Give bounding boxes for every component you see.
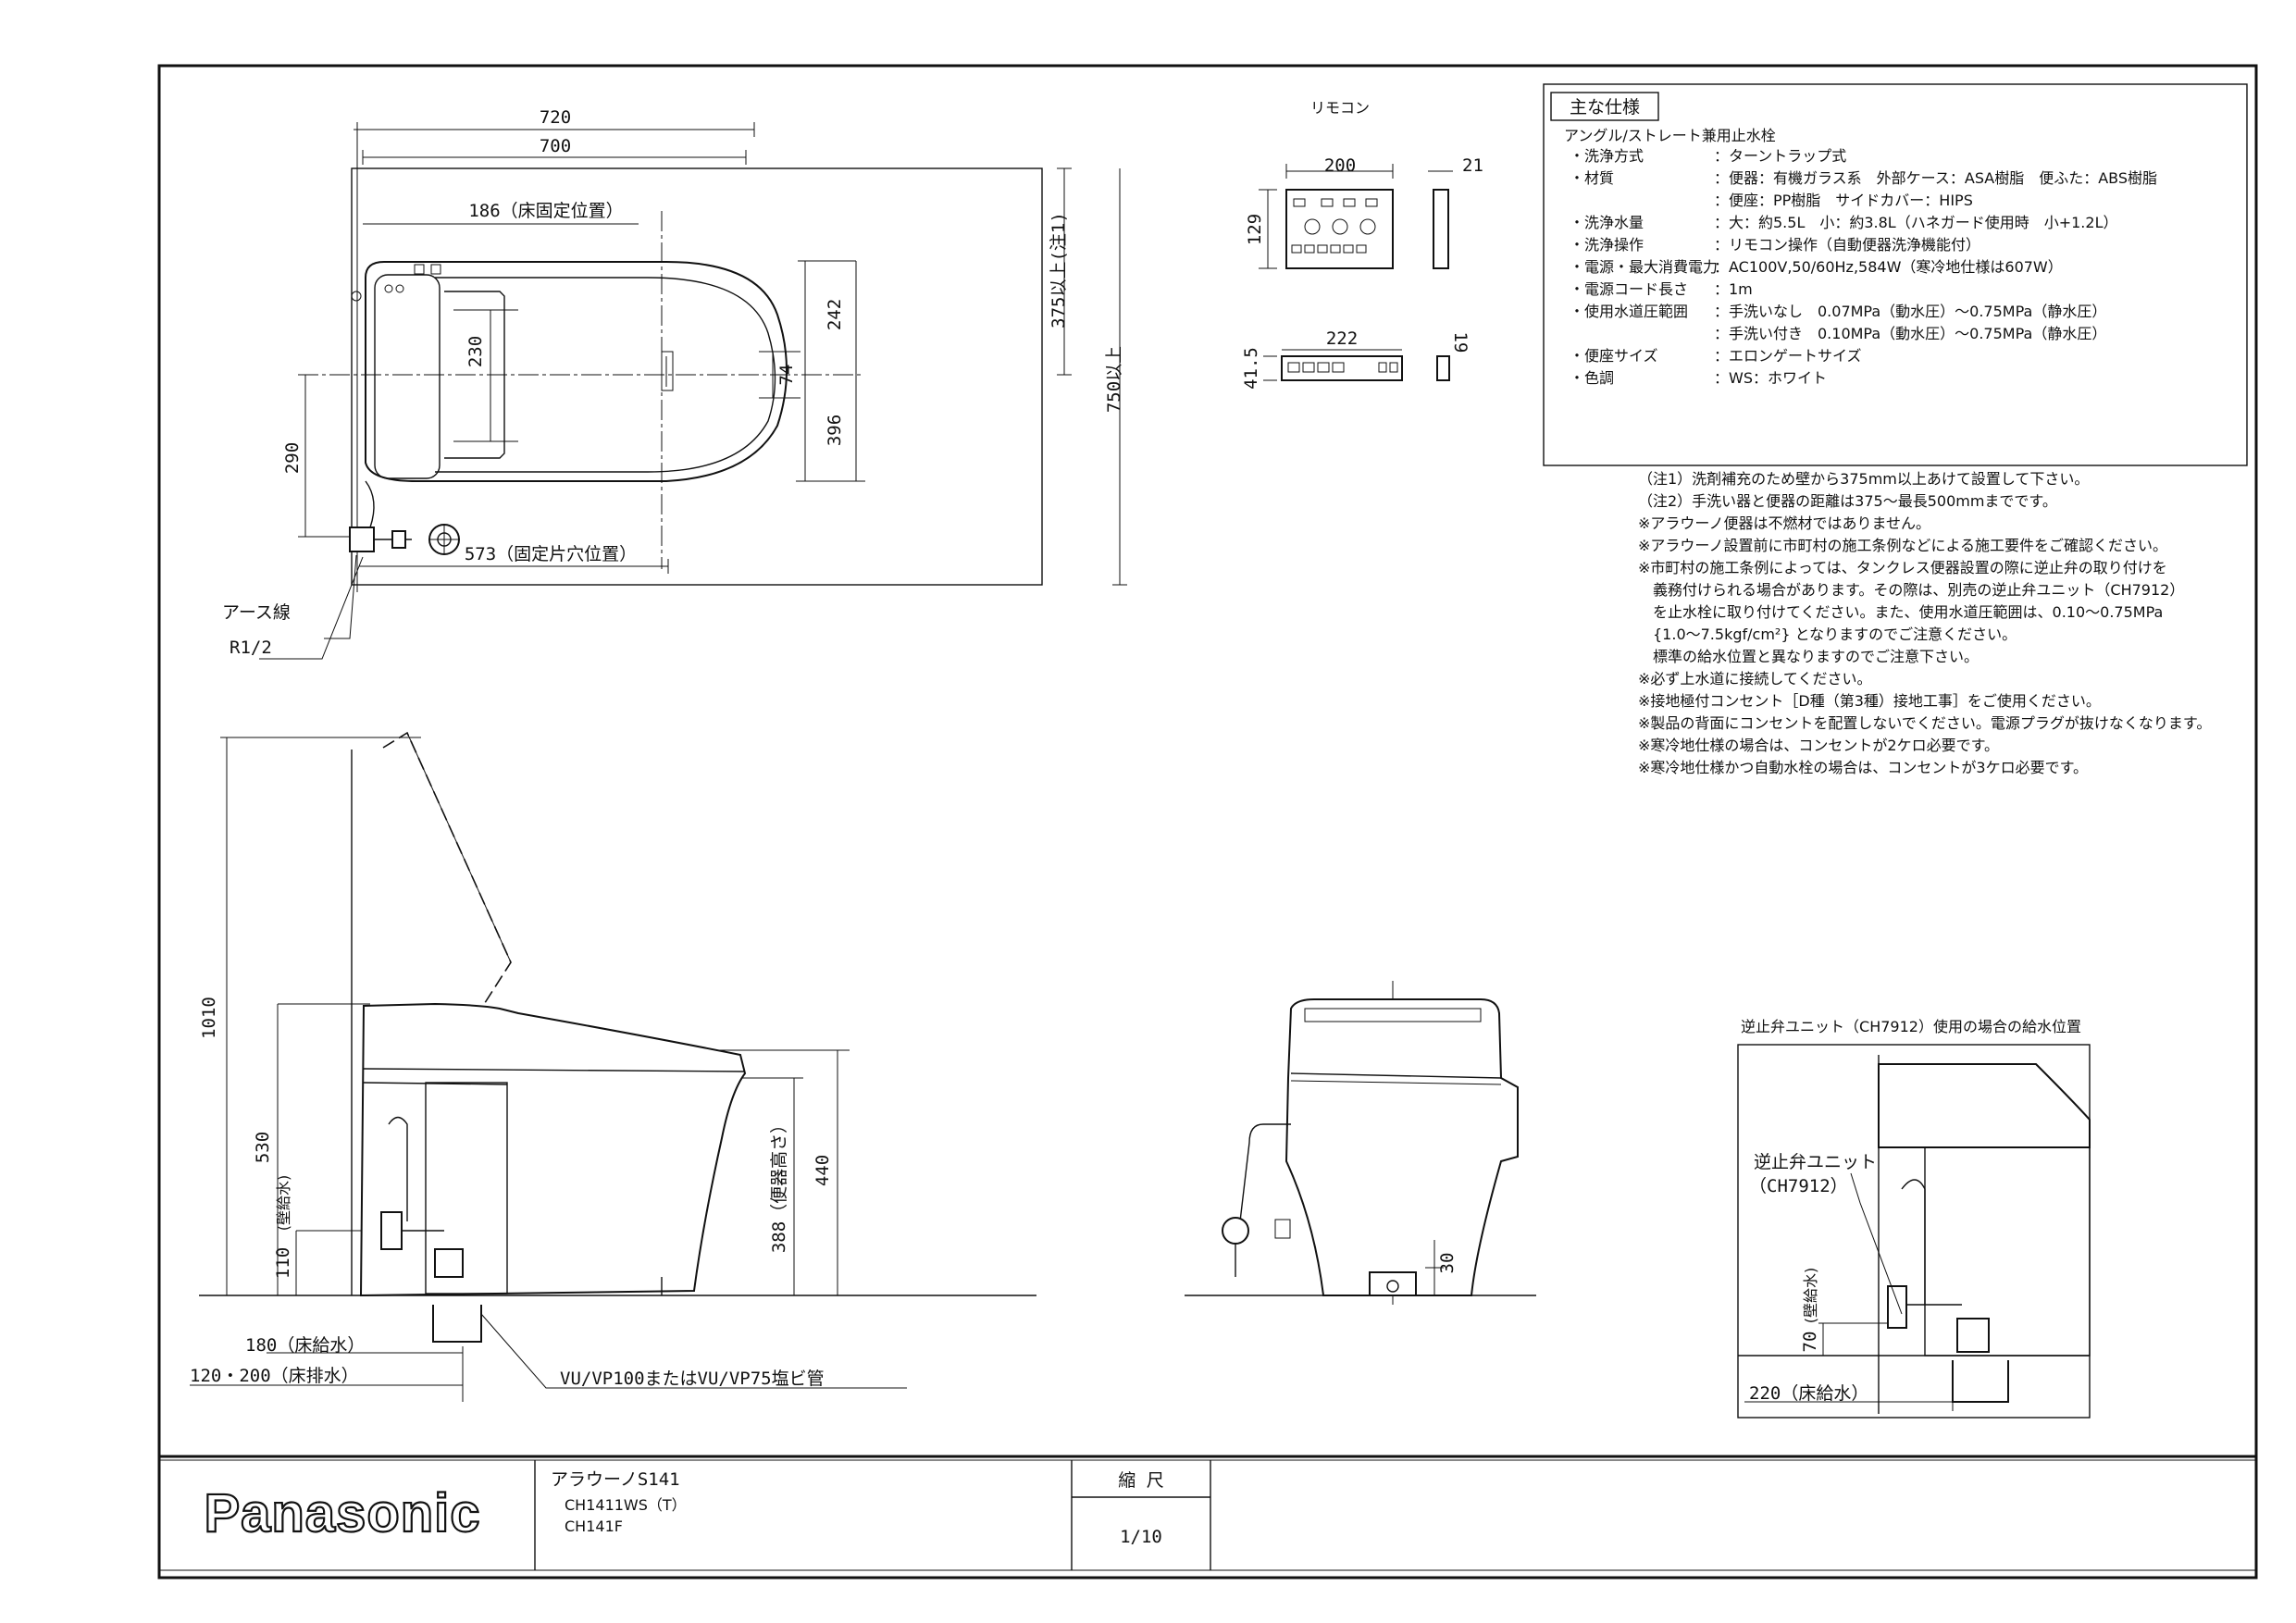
dim-180-floor-supply: 180（床給水） xyxy=(245,1335,365,1356)
spec-value: ：エロンゲートサイズ xyxy=(1714,347,1862,365)
note-line: ※接地極付コンセント［D種（第3種）接地工事］をご使用ください。 xyxy=(1638,692,2101,710)
dim-388-bowl-height: 388（便器高さ） xyxy=(769,1116,789,1253)
dim-530: 530 xyxy=(253,1132,273,1163)
remote-dim-41-5: 41.5 xyxy=(1241,347,1261,390)
dim-375-min: 375以上(注1) xyxy=(1049,212,1069,328)
remote-dim-200: 200 xyxy=(1324,155,1356,176)
spec-value: ：リモコン操作（自動便器洗浄機能付） xyxy=(1714,236,1980,254)
spec-value: ：AC100V,50/60Hz,584W（寒冷地仕様は607W） xyxy=(1714,258,2063,276)
spec-key: ・電源コード長さ xyxy=(1570,280,1688,298)
note-line: ※市町村の施工条例によっては、タンクレス便器設置の際に逆止弁の取り付けを xyxy=(1638,559,2167,576)
remote-dim-19: 19 xyxy=(1450,332,1471,353)
specs-rows: ・洗浄方式 ：ターントラップ式 ・材質 ：便器：有機ガラス系 外部ケース：ASA… xyxy=(1570,147,2157,387)
note-line: を止水栓に取り付けてください。また、使用水道圧範囲は、0.10～0.75MPa xyxy=(1638,603,2163,621)
specs-box xyxy=(1543,83,2248,466)
toilet-side-outline xyxy=(359,1002,747,1297)
drawing-frame xyxy=(157,64,2258,1580)
note-line: ※寒冷地仕様の場合は、コンセントが2ケロ必要です。 xyxy=(1638,737,1999,754)
dim-186-floor-fixing: 186（床固定位置） xyxy=(468,201,623,221)
spec-key: ・色調 xyxy=(1570,369,1614,387)
plan-view xyxy=(259,122,1127,660)
dim-120-200-floor-drain: 120・200（床排水） xyxy=(190,1366,359,1386)
toilet-front-outline xyxy=(1285,998,1519,1296)
specs-header: アングル/ストレート兼用止水栓 xyxy=(1564,127,1776,144)
check-valve-wall-supply: (壁給水) xyxy=(1802,1268,1819,1324)
dim-230: 230 xyxy=(465,336,486,367)
dim-700: 700 xyxy=(540,136,571,156)
label-earth-wire: アース線 xyxy=(222,602,291,623)
note-line: 義務付けられる場合があります。その際は、別売の逆止弁ユニット（CH7912） xyxy=(1638,581,2184,599)
spec-value: ：手洗いなし 0.07MPa（動水圧）～0.75MPa（静水圧） xyxy=(1714,303,2106,320)
note-line: ※アラウーノ便器は不燃材ではありません。 xyxy=(1638,514,1930,532)
dim-440: 440 xyxy=(813,1155,833,1186)
spec-value: ：WS：ホワイト xyxy=(1714,369,1827,387)
check-valve-dim-70: 70 xyxy=(1800,1332,1820,1353)
dim-573-fixing-hole: 573（固定片穴位置） xyxy=(465,544,637,564)
check-valve-detail xyxy=(1737,1044,2091,1419)
spec-value: ：手洗い付き 0.10MPa（動水圧）～0.75MPa（静水圧） xyxy=(1714,325,2106,342)
dim-720: 720 xyxy=(540,107,571,128)
installation-area xyxy=(351,167,1043,586)
spec-key: ・材質 xyxy=(1570,169,1614,187)
note-line: {1.0～7.5kgf/cm²} となりますのでご注意ください。 xyxy=(1638,626,2017,643)
note-line: ※製品の背面にコンセントを配置しないでください。電源プラグが抜けなくなります。 xyxy=(1638,714,2211,732)
note-line: （注2）手洗い器と便器の距離は375～最長500mmまでです。 xyxy=(1638,492,2057,510)
dim-290: 290 xyxy=(282,442,303,474)
scale-value: 1/10 xyxy=(1120,1527,1162,1547)
side-view xyxy=(190,731,1036,1402)
spec-key: ・便座サイズ xyxy=(1570,347,1658,365)
dim-396: 396 xyxy=(825,415,845,446)
label-r1-2: R1/2 xyxy=(230,638,272,658)
front-dim-30: 30 xyxy=(1437,1253,1458,1274)
dim-110: 110 xyxy=(273,1247,293,1279)
remote-title: リモコン xyxy=(1310,99,1370,117)
dim-1010: 1010 xyxy=(199,997,219,1039)
remote-control-drawing xyxy=(1259,164,1453,381)
spec-key: ・洗浄水量 xyxy=(1570,214,1644,231)
panasonic-logo: Panasonic xyxy=(204,1483,480,1543)
note-line: ※寒冷地仕様かつ自動水栓の場合は、コンセントが3ケロ必要です。 xyxy=(1638,759,2088,776)
product-name: アラウーノS141 xyxy=(551,1469,680,1490)
label-check-valve-unit: 逆止弁ユニット xyxy=(1754,1152,1877,1172)
label-wall-supply: (壁給水) xyxy=(275,1175,292,1232)
model-number-1: CH1411WS（T） xyxy=(565,1496,687,1514)
spec-value: ：便座：PP樹脂 サイドカバー：HIPS xyxy=(1714,192,1973,209)
check-valve-dim-220: 220（床給水） xyxy=(1749,1383,1868,1404)
note-line: （注1）洗剤補充のため壁から375mm以上あけて設置して下さい。 xyxy=(1638,470,2089,488)
installation-notes: （注1）洗剤補充のため壁から375mm以上あけて設置して下さい。 （注2）手洗い… xyxy=(1638,470,2211,776)
spec-value: ：便器：有機ガラス系 外部ケース：ASA樹脂 便ふた：ABS樹脂 xyxy=(1714,169,2157,187)
spec-value: ：ターントラップ式 xyxy=(1714,147,1846,165)
remote-dim-21: 21 xyxy=(1462,155,1483,176)
dim-74: 74 xyxy=(776,365,797,386)
remote-dim-129: 129 xyxy=(1245,214,1265,245)
front-view xyxy=(1185,981,1536,1305)
label-pvc-pipe: VU/VP100またはVU/VP75塩ビ管 xyxy=(560,1369,825,1389)
check-valve-title: 逆止弁ユニット（CH7912）使用の場合の給水位置 xyxy=(1741,1018,2081,1035)
toilet-plan-outline xyxy=(365,261,788,482)
model-number-2: CH141F xyxy=(565,1518,623,1535)
spec-key: ・電源・最大消費電力 xyxy=(1570,258,1718,276)
spec-key: ・洗浄操作 xyxy=(1570,236,1644,254)
scale-label: 縮 尺 xyxy=(1118,1470,1163,1491)
remote-dim-222: 222 xyxy=(1326,328,1358,349)
spec-value: ：大：約5.5L 小：約3.8L（ハネガード使用時 小+1.2L） xyxy=(1714,214,2118,231)
spec-key: ・使用水道圧範囲 xyxy=(1570,303,1688,320)
specs-title: 主な仕様 xyxy=(1570,97,1640,118)
label-ch7912: （CH7912） xyxy=(1749,1176,1848,1196)
spec-key: ・洗浄方式 xyxy=(1570,147,1644,165)
dim-750-min: 750以上 xyxy=(1104,346,1124,413)
note-line: ※アラウーノ設置前に市町村の施工条例などによる施工要件をご確認ください。 xyxy=(1638,537,2167,554)
dim-242: 242 xyxy=(825,299,845,330)
note-line: 標準の給水位置と異なりますのでご注意下さい。 xyxy=(1638,648,1979,665)
spec-value: ：1m xyxy=(1714,280,1753,298)
note-line: ※必ず上水道に接続してください。 xyxy=(1638,670,1871,688)
